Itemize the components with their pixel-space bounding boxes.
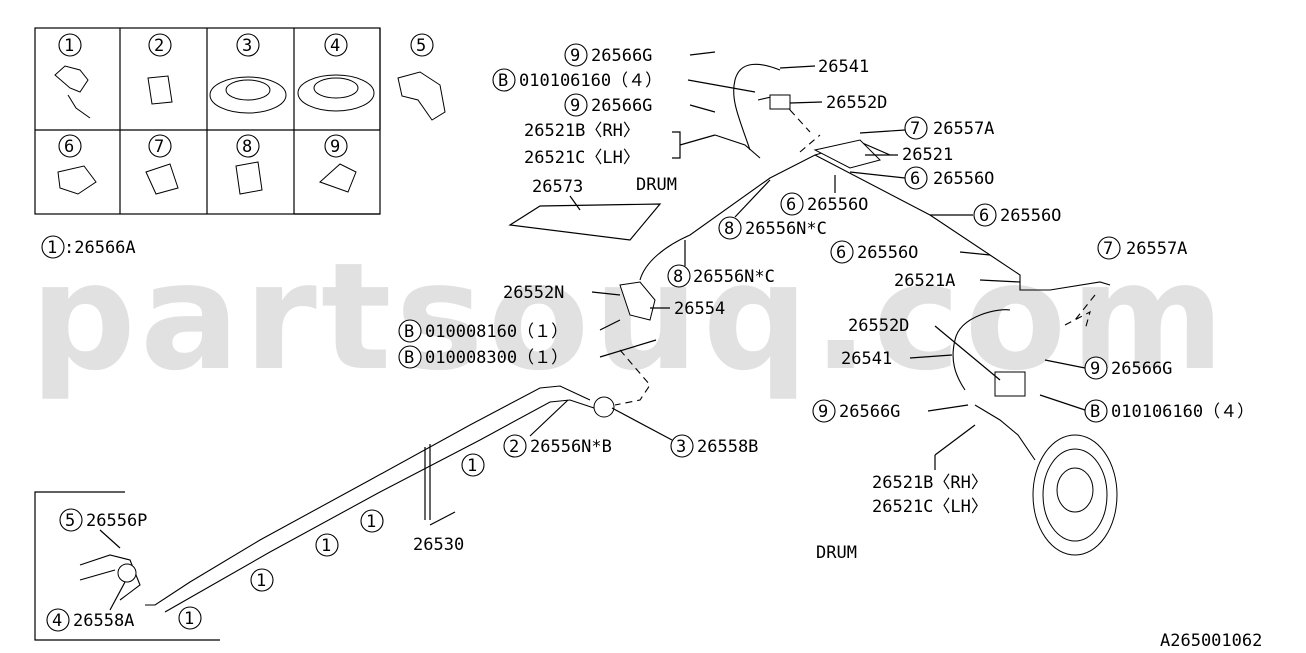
label-26557a[interactable]: 26557A	[1126, 239, 1187, 259]
legend-number: 3	[242, 36, 252, 56]
callouts: 9 26566G 26541 B 010106160（４） 9 26566G 2…	[46, 43, 1254, 632]
label-26521a[interactable]: 26521A	[894, 271, 955, 291]
svg-text:6: 6	[979, 206, 989, 226]
label-26521c[interactable]: 26521C〈LH〉	[872, 497, 988, 517]
label-26566g[interactable]: 26566G	[591, 96, 652, 116]
svg-text:B: B	[498, 71, 508, 91]
svg-text:26573: 26573	[532, 177, 583, 197]
svg-text:8: 8	[724, 219, 734, 239]
svg-text:9: 9	[570, 96, 580, 116]
svg-text::26566A: :26566A	[64, 238, 136, 258]
label-26558a[interactable]: 26558A	[73, 611, 134, 631]
label-bolt-010106160[interactable]: 010106160（４）	[1111, 402, 1254, 422]
label-26521b[interactable]: 26521B〈RH〉	[524, 121, 640, 141]
legend-number: 9	[330, 137, 340, 157]
svg-text:9: 9	[570, 46, 580, 66]
legend-number: 7	[154, 137, 164, 157]
svg-text:6: 6	[910, 169, 920, 189]
clip-markers: 1 1 1 1 1	[178, 453, 485, 630]
svg-text:9: 9	[818, 402, 828, 422]
svg-text:7: 7	[910, 119, 920, 139]
legend-number: 6	[64, 137, 74, 157]
svg-text:1: 1	[47, 238, 57, 258]
label-26556nb[interactable]: 26556N*B	[530, 437, 612, 457]
label-26554[interactable]: 26554	[674, 299, 725, 319]
svg-text:4: 4	[52, 611, 62, 631]
label-26566g[interactable]: 26566G	[839, 402, 900, 422]
label-26521[interactable]: 26521	[902, 145, 953, 165]
svg-text:8: 8	[673, 267, 683, 287]
label-26566g[interactable]: 26566G	[1111, 359, 1172, 379]
label-26530[interactable]: 26530	[413, 535, 464, 555]
label-26556o[interactable]: 26556O	[857, 243, 918, 263]
label-26541[interactable]: 26541	[818, 57, 869, 77]
label-26552d[interactable]: 26552D	[826, 93, 887, 113]
legend-cell-9[interactable]: 9	[319, 134, 357, 193]
drum-label-lower: DRUM	[816, 543, 857, 563]
label-26556o[interactable]: 26556O	[807, 195, 868, 215]
legend-note: 1 :26566A	[41, 235, 136, 259]
part-26573[interactable]: 26573	[508, 177, 662, 241]
label-26556nc[interactable]: 26556N*C	[693, 267, 775, 287]
svg-text:7: 7	[1103, 239, 1113, 259]
watermark: partsouq.com	[30, 231, 1228, 403]
label-bolt-010008300[interactable]: 010008300（１）	[425, 348, 568, 368]
label-26556o[interactable]: 26556O	[933, 169, 994, 189]
svg-text:9: 9	[1090, 359, 1100, 379]
label-bolt-010106160[interactable]: 010106160（４）	[519, 71, 662, 91]
legend-number: 4	[330, 36, 340, 56]
legend-number: 5	[416, 36, 426, 56]
main-pipe	[639, 139, 1111, 291]
label-26556o[interactable]: 26556O	[1000, 206, 1061, 226]
brake-drum	[1032, 434, 1118, 556]
svg-text:2: 2	[509, 437, 519, 457]
svg-text:B: B	[1090, 402, 1100, 422]
svg-text:1: 1	[366, 512, 376, 532]
legend-cell-5[interactable]: 5	[397, 33, 446, 121]
svg-text:B: B	[404, 348, 414, 368]
label-26566g[interactable]: 26566G	[591, 46, 652, 66]
svg-text:6: 6	[786, 195, 796, 215]
label-26556p[interactable]: 26556P	[86, 511, 147, 531]
legend-number: 8	[242, 137, 252, 157]
label-26558b[interactable]: 26558B	[697, 437, 758, 457]
legend-cell-1[interactable]: 1	[54, 33, 91, 119]
legend-cell-4[interactable]: 4	[297, 33, 375, 112]
label-26541[interactable]: 26541	[841, 349, 892, 369]
label-26556nc[interactable]: 26556N*C	[745, 219, 827, 239]
legend-cell-3[interactable]: 3	[209, 33, 287, 114]
legend-number: 2	[154, 36, 164, 56]
legend-cell-2[interactable]: 2	[147, 33, 173, 105]
svg-text:3: 3	[676, 437, 686, 457]
label-26521b[interactable]: 26521B〈RH〉	[872, 473, 988, 493]
bottom-left-box	[34, 491, 220, 641]
bracket-26552n	[619, 281, 656, 321]
legend-number: 1	[64, 36, 74, 56]
svg-text:6: 6	[836, 243, 846, 263]
long-pipe-26530	[145, 349, 651, 613]
lower-hose-assembly	[952, 294, 1096, 461]
legend-cell-8[interactable]: 8	[235, 134, 263, 195]
svg-text:1: 1	[184, 609, 194, 629]
svg-text:B: B	[404, 322, 414, 342]
label-bolt-010008160[interactable]: 010008160（１）	[425, 322, 568, 342]
drum-label-upper: DRUM	[636, 175, 677, 195]
reference-code: A265001062	[1160, 631, 1262, 651]
svg-text:5: 5	[65, 511, 75, 531]
legend-cell-7[interactable]: 7	[145, 134, 179, 195]
label-26521c[interactable]: 26521C〈LH〉	[524, 148, 640, 168]
svg-text:1: 1	[467, 456, 477, 476]
label-26552n[interactable]: 26552N	[503, 283, 564, 303]
legend-cell-6[interactable]: 6	[57, 134, 97, 195]
upper-hose-assembly	[714, 63, 821, 159]
parts-legend-table: 1 2 3 4 5 6	[34, 27, 446, 215]
label-26557a[interactable]: 26557A	[933, 119, 994, 139]
svg-text:1: 1	[321, 536, 331, 556]
label-26552d[interactable]: 26552D	[848, 316, 909, 336]
svg-text:1: 1	[256, 571, 266, 591]
